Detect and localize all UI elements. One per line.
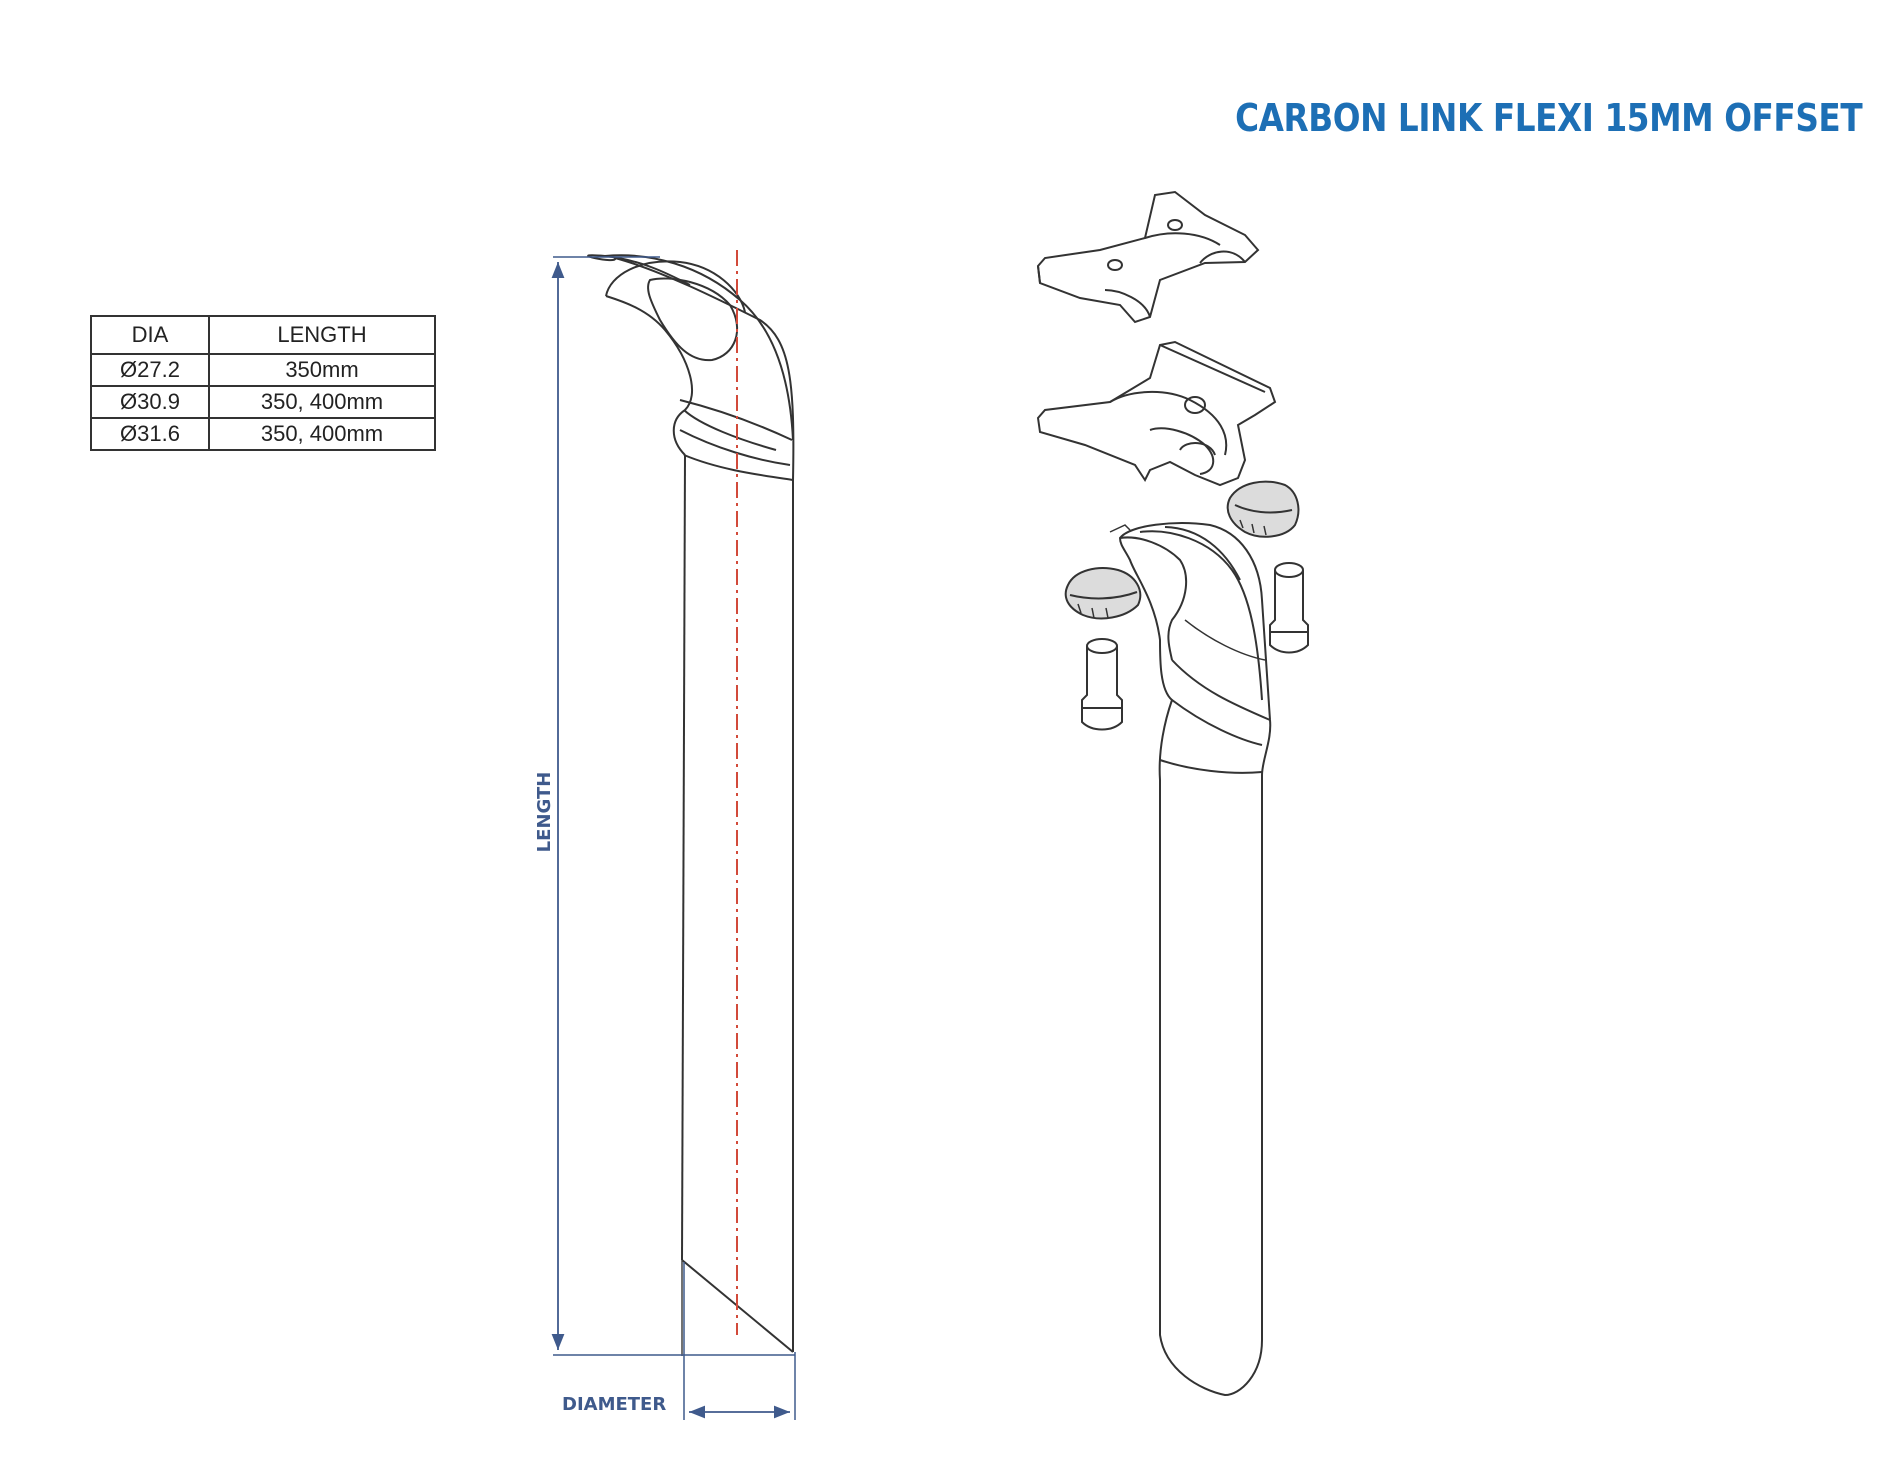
table-row: Ø27.2 350mm bbox=[90, 353, 436, 387]
seatpost-tube bbox=[1109, 522, 1272, 1397]
cell-dia: Ø27.2 bbox=[90, 353, 210, 387]
right-bolt bbox=[1269, 562, 1309, 654]
header-length: LENGTH bbox=[208, 315, 436, 355]
seatpost-exploded-view bbox=[1036, 190, 1309, 1397]
length-label: LENGTH bbox=[534, 772, 555, 853]
spec-table: DIA LENGTH Ø27.2 350mm Ø30.9 350, 400mm … bbox=[90, 315, 436, 451]
length-dimension: LENGTH bbox=[534, 256, 795, 1356]
seatpost-side-view bbox=[587, 254, 795, 1356]
lower-saddle-clamp bbox=[1036, 340, 1277, 487]
cell-dia: Ø30.9 bbox=[90, 385, 210, 419]
spec-table-header: DIA LENGTH bbox=[90, 315, 436, 355]
header-dia: DIA bbox=[90, 315, 210, 355]
seatpost-head-outline bbox=[587, 254, 795, 1340]
cell-length: 350, 400mm bbox=[208, 385, 436, 419]
cell-dia: Ø31.6 bbox=[90, 417, 210, 451]
left-bolt bbox=[1081, 638, 1123, 731]
top-saddle-clamp bbox=[1036, 190, 1260, 324]
left-clamp-nut bbox=[1064, 567, 1142, 620]
table-row: Ø31.6 350, 400mm bbox=[90, 417, 436, 451]
cell-length: 350, 400mm bbox=[208, 417, 436, 451]
page-title: CARBON LINK FLEXI 15MM OFFSET bbox=[1234, 96, 1863, 140]
diameter-dimension: DIAMETER bbox=[562, 1262, 796, 1420]
cell-length: 350mm bbox=[208, 353, 436, 387]
diameter-label: DIAMETER bbox=[562, 1394, 666, 1415]
table-row: Ø30.9 350, 400mm bbox=[90, 385, 436, 419]
right-clamp-nut bbox=[1226, 480, 1300, 538]
